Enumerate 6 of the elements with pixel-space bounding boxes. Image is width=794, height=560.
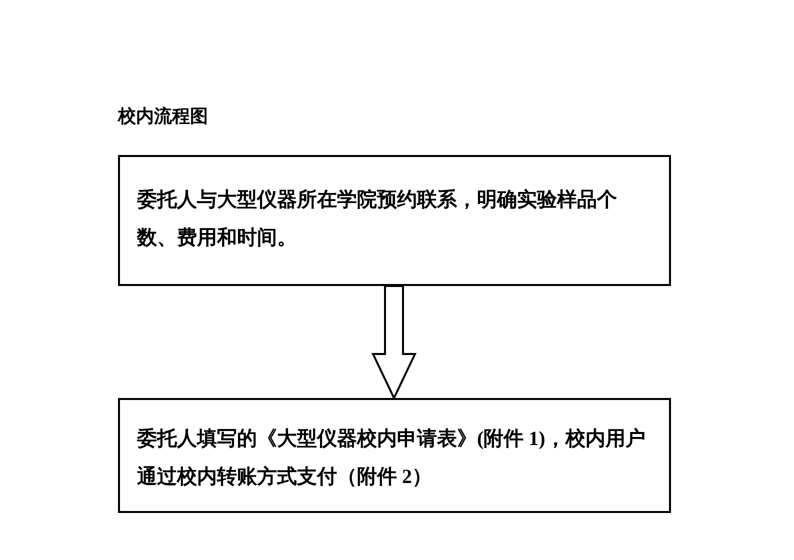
process-box (118, 155, 671, 286)
block-arrow (371, 285, 417, 400)
title: 校内流程图 (118, 105, 208, 128)
process-box (118, 398, 671, 513)
box-text: 委托人填写的《大型仪器校内申请表》(附件 1)，校内用户通过校内转账方式支付（附件 2） (137, 426, 646, 490)
box-text: 委托人与大型仪器所在学院预约联系，明确实验样品个数、费用和时间。 (137, 188, 618, 251)
